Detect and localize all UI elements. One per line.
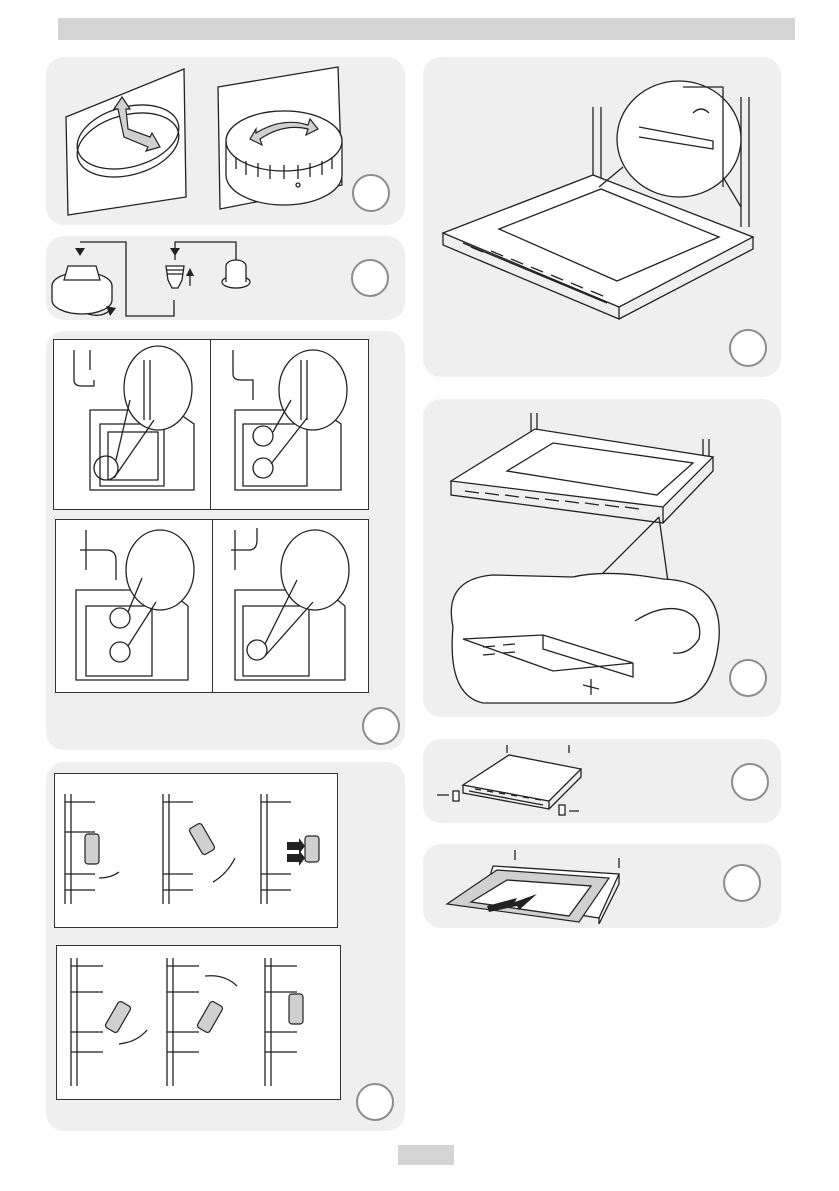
header-bar <box>58 18 795 40</box>
step-badge <box>351 259 389 297</box>
rack-removal-top <box>54 773 338 928</box>
step-badge <box>352 174 390 212</box>
end-cap-illustration <box>423 399 781 717</box>
step-badge <box>729 659 767 697</box>
shelf-position-b <box>210 339 369 510</box>
step-badge <box>729 329 767 367</box>
door-hinge-illustration <box>423 57 781 377</box>
rack-install-bottom <box>56 945 341 1100</box>
step-badge <box>723 864 761 902</box>
step-badge <box>362 707 400 745</box>
shelf-position-a <box>53 339 212 510</box>
shelf-position-d <box>212 519 369 693</box>
figure-oven-door-hinge <box>423 57 781 377</box>
figure-knob-removal <box>46 57 405 225</box>
step-badge <box>356 1083 394 1121</box>
page-number-box <box>398 1145 454 1165</box>
step-badge <box>731 763 769 801</box>
end-caps-illustration <box>423 739 781 823</box>
knob-illustration <box>46 57 405 225</box>
figure-door-end-cap-screw <box>423 399 781 717</box>
shelf-position-c <box>55 519 214 693</box>
figure-door-end-caps-removed <box>423 739 781 823</box>
